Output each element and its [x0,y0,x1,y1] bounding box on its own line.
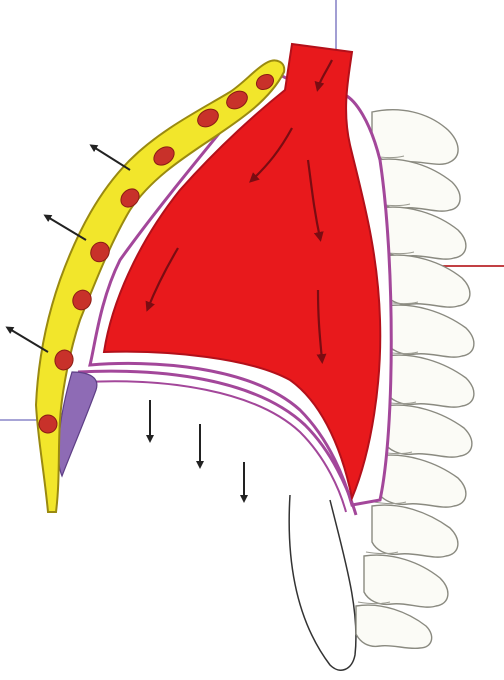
thorax-diagram [0,0,504,680]
